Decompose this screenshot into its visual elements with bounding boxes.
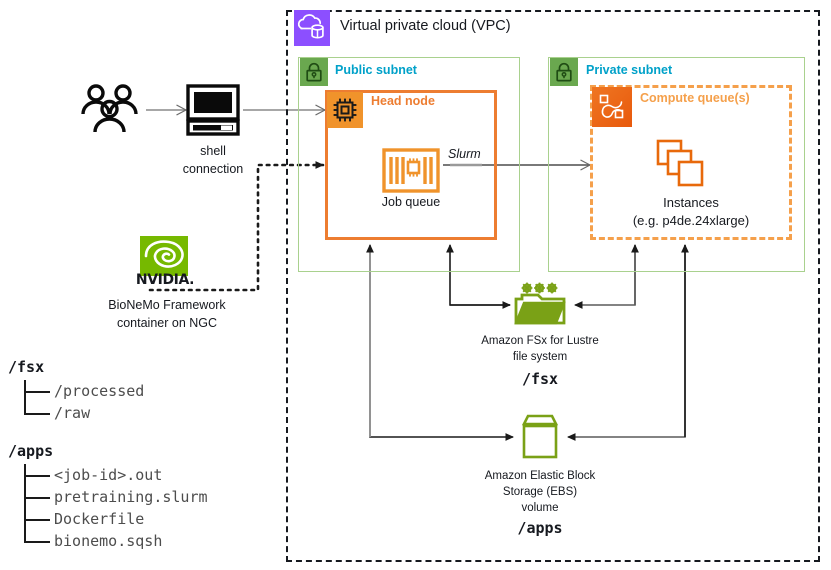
head-node-label: Head node [371, 94, 435, 108]
head-node-boundary [325, 90, 497, 240]
tree-item: bionemo.sqsh [24, 519, 208, 552]
ebs-label-line1: Amazon Elastic Block [484, 470, 596, 482]
lock-icon [300, 58, 328, 86]
tree-item: /raw [24, 391, 144, 424]
public-subnet-label: Public subnet [335, 63, 417, 77]
shell-connection-label: shell connection [168, 142, 258, 178]
fsx-lustre-folder-icon [512, 281, 568, 329]
ec2-instances-icon [655, 138, 717, 190]
shell-connection-line2: connection [182, 162, 244, 176]
private-subnet-boundary [548, 57, 805, 272]
instances-label-line1: Instances [663, 195, 719, 210]
vpc-cloud-icon [294, 10, 330, 46]
fsx-label: Amazon FSx for Lustre file system [462, 333, 618, 365]
fsx-mount-path: /fsx [521, 370, 559, 388]
nvidia-label-line2: container on NGC [116, 316, 218, 330]
apps-tree-children: <job-id>.out pretraining.slurm Dockerfil… [24, 464, 208, 552]
private-subnet-label: Private subnet [586, 63, 673, 77]
fsx-file-tree: /fsx /processed /raw [8, 356, 144, 424]
compute-queue-boundary [590, 85, 792, 240]
shell-connection-line1: shell [200, 144, 226, 158]
fsx-label-line1: Amazon FSx for Lustre [481, 335, 599, 347]
ebs-volume-icon [518, 413, 562, 461]
apps-file-tree: /apps <job-id>.out pretraining.slurm Doc… [8, 440, 208, 552]
cpu-chip-icon [327, 92, 363, 128]
fsx-label-line2: file system [512, 351, 568, 363]
compute-queue-label: Compute queue(s) [640, 91, 750, 105]
nvidia-label-line1: BioNeMo Framework [108, 298, 226, 312]
arrow-nvidia-to-head-node [148, 161, 325, 292]
nvidia-eye-logo-icon [140, 236, 188, 276]
tree-item: Dockerfile [24, 497, 208, 530]
tree-item: pretraining.slurm [24, 475, 208, 508]
slurm-label: Slurm [448, 147, 481, 161]
fsx-tree-children: /processed /raw [24, 380, 144, 424]
ebs-label: Amazon Elastic Block Storage (EBS) volum… [460, 468, 620, 516]
vpc-boundary [286, 10, 820, 562]
tree-item: /processed [24, 380, 144, 402]
compute-queue-icon [592, 87, 632, 127]
public-subnet-boundary [298, 57, 520, 272]
apps-tree-root: /apps [8, 442, 54, 460]
tree-item: <job-id>.out [24, 464, 208, 486]
instances-label: Instances (e.g. p4de.24xlarge) [600, 194, 782, 230]
lock-icon [550, 58, 578, 86]
instances-label-line2: (e.g. p4de.24xlarge) [632, 213, 750, 228]
vpc-title: Virtual private cloud (VPC) [340, 18, 511, 34]
job-queue-label: Job queue [381, 195, 441, 209]
ebs-label-line2: Storage (EBS) [502, 486, 578, 498]
ebs-mount-path: /apps [517, 519, 563, 537]
fsx-tree-root: /fsx [8, 358, 45, 376]
ebs-label-line3: volume [521, 502, 559, 514]
nvidia-wordmark: NVIDIA. [135, 272, 195, 288]
computer-monitor-icon [186, 84, 240, 136]
users-group-icon [78, 83, 142, 135]
nvidia-bionemo-label: BioNeMo Framework container on NGC [92, 296, 242, 332]
job-queue-icon [382, 148, 440, 193]
